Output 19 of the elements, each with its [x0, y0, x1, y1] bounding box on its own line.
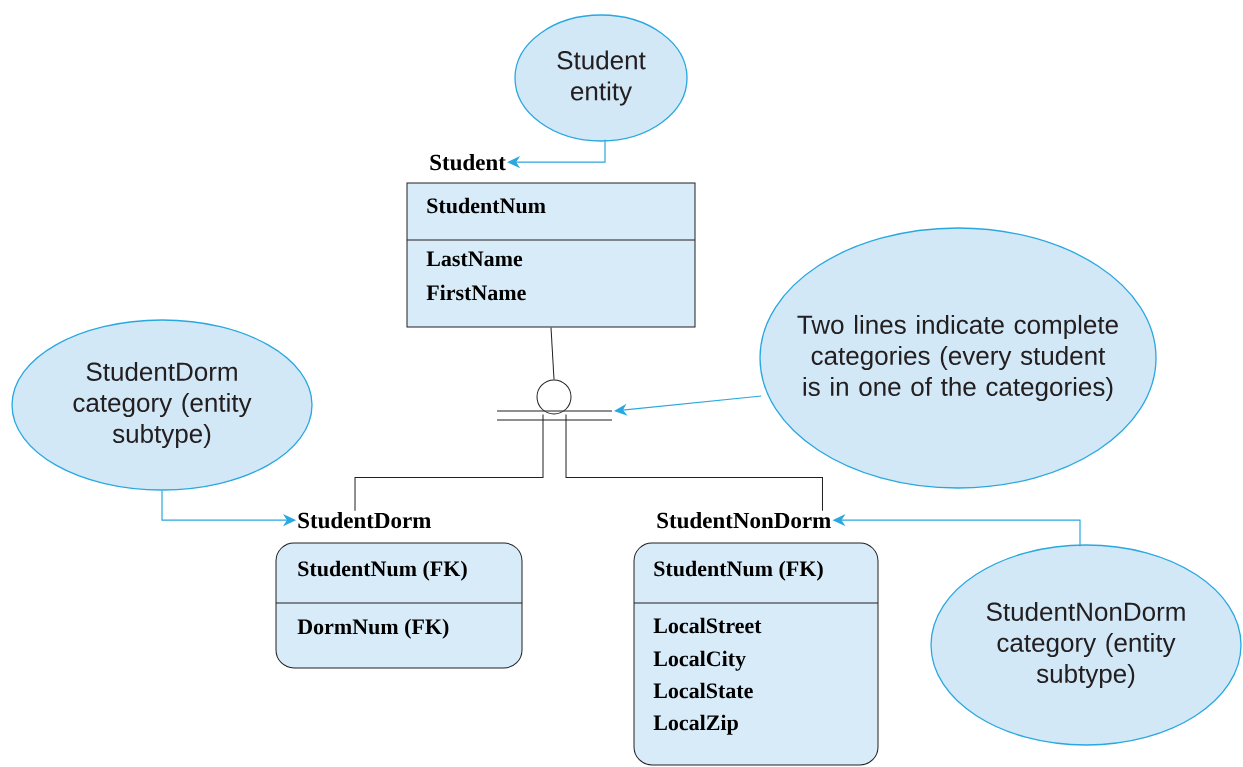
attribute-text: LastName — [426, 251, 523, 267]
connector-line — [354, 414, 544, 512]
entity-name: StudentNonDorm — [657, 512, 831, 529]
leader-arrow — [507, 139, 606, 169]
entity-name: StudentDorm — [298, 512, 431, 529]
attribute-text: StudentNum (FK) — [298, 560, 467, 581]
attribute-text: StudentNum (FK) — [654, 560, 823, 581]
connector-line — [565, 414, 823, 512]
attribute-text: DormNum (FK) — [297, 618, 449, 639]
attribute-text: StudentNum — [427, 197, 546, 214]
connector-line — [550, 327, 555, 380]
attribute-text: LocalState — [653, 682, 753, 699]
attribute-text: LocalStreet — [653, 617, 762, 634]
attribute-text: LocalCity — [653, 650, 746, 671]
category-symbol — [496, 379, 613, 421]
attribute-text: FirstName — [426, 284, 526, 301]
attribute-text: LocalZip — [653, 714, 738, 735]
leader-arrow — [614, 395, 762, 416]
entity-name: Student — [430, 154, 506, 171]
